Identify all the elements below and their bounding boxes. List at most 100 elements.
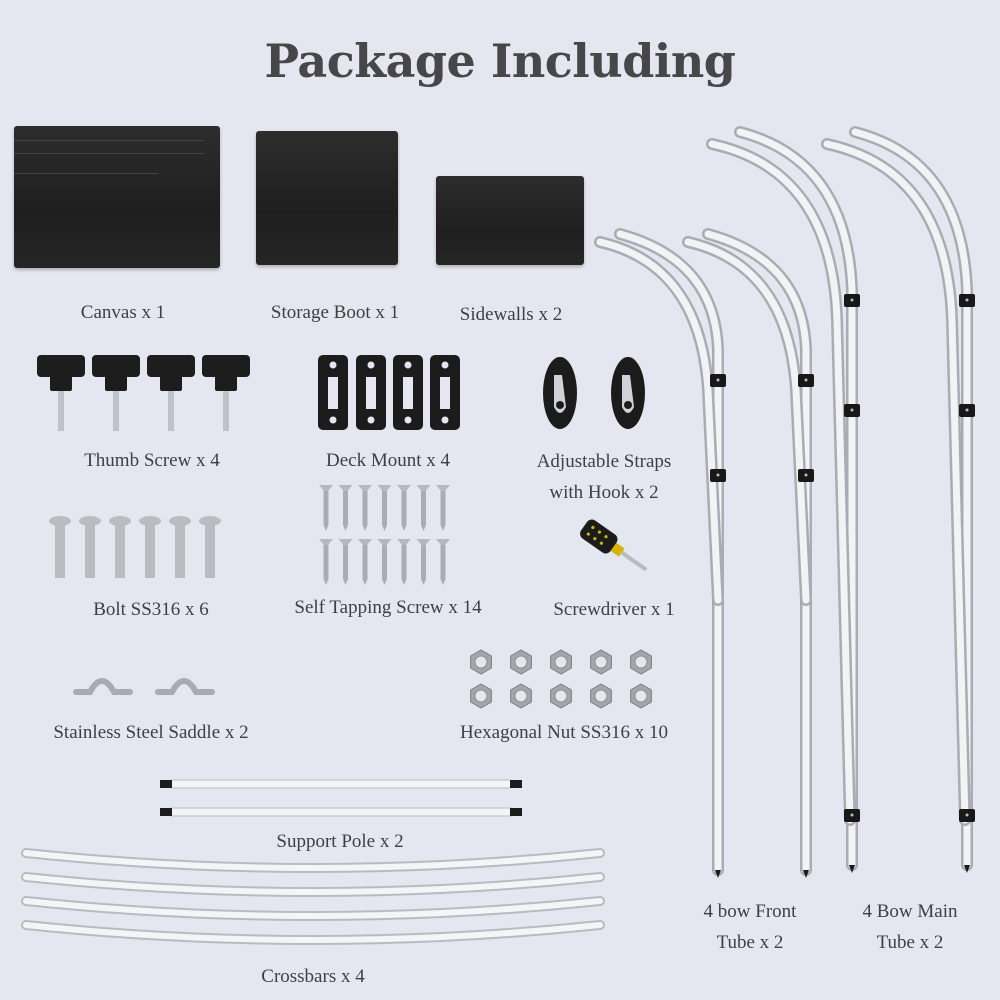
screwdriver-image	[580, 519, 648, 572]
saddle	[155, 678, 215, 695]
tube-clip	[710, 469, 726, 482]
straps-image	[543, 357, 645, 429]
tube-clip	[844, 404, 860, 417]
tube-clip	[959, 404, 975, 417]
bolt	[109, 516, 131, 578]
hex-nut	[510, 683, 532, 709]
label-bolt: Bolt SS316 x 6	[93, 599, 209, 620]
label-storage-boot: Storage Boot x 1	[270, 302, 400, 323]
bolt	[139, 516, 161, 578]
hex-nut	[630, 649, 652, 675]
main-tube	[734, 126, 858, 871]
bolt	[49, 516, 71, 578]
saddles-image	[73, 678, 215, 695]
self-tapping-screw	[338, 539, 353, 585]
label-self-tapping-screw: Self Tapping Screw x 14	[294, 597, 482, 618]
label-deck-mount: Deck Mount x 4	[325, 450, 451, 471]
page-title: Package Including	[264, 34, 736, 88]
tube-clip	[959, 294, 975, 307]
hex-nut	[590, 649, 612, 675]
crossbar	[21, 872, 605, 897]
label-front-tube: 4 bow Front Tube x 2	[704, 896, 797, 958]
front-tube	[682, 236, 812, 606]
thumb-screw	[147, 355, 195, 431]
self-tapping-screw	[338, 485, 353, 531]
label-hex-nut: Hexagonal Nut SS316 x 10	[460, 722, 668, 743]
bolt	[199, 516, 221, 578]
support-pole	[160, 807, 522, 817]
label-front-tube-line2: Tube x 2	[716, 932, 784, 953]
crossbar	[21, 920, 605, 945]
thumb-screws-image	[37, 355, 250, 431]
label-saddle: Stainless Steel Saddle x 2	[53, 722, 249, 743]
deck-mount	[318, 355, 348, 430]
thumb-screw	[202, 355, 250, 431]
deck-mounts-image	[318, 355, 460, 430]
hex-nut	[550, 649, 572, 675]
label-straps-line1: Adjustable Straps	[536, 451, 672, 472]
crossbars-image	[21, 848, 605, 945]
label-main-tube: 4 Bow Main Tube x 2	[863, 896, 958, 958]
label-straps-line2: with Hook x 2	[549, 482, 659, 503]
tube-clip	[798, 469, 814, 482]
label-canvas: Canvas x 1	[80, 302, 166, 323]
label-main-tube-line1: 4 Bow Main	[862, 901, 958, 922]
self-tapping-screw	[319, 485, 333, 531]
main-tube	[849, 126, 973, 871]
bolt	[79, 516, 101, 578]
crossbar	[21, 896, 605, 921]
tube-clip	[844, 809, 860, 822]
thumb-screw	[37, 355, 85, 431]
tube-clip	[798, 374, 814, 387]
tube-clip	[844, 294, 860, 307]
storage-boot-image	[256, 131, 398, 265]
tube-clip	[959, 809, 975, 822]
hex-nut	[590, 683, 612, 709]
canvas-image	[14, 126, 220, 268]
bow-tubes-image	[594, 126, 975, 878]
saddle	[73, 678, 133, 695]
self-tapping-screws-image	[319, 485, 450, 585]
main-tube	[821, 138, 971, 826]
hex-nut	[550, 683, 572, 709]
label-crossbars: Crossbars x 4	[261, 966, 365, 987]
hex-nuts-image	[470, 649, 652, 709]
hex-nut	[470, 683, 492, 709]
front-tube	[594, 236, 724, 606]
support-poles-image	[160, 779, 522, 817]
self-tapping-screw	[397, 539, 411, 585]
self-tapping-screw	[397, 485, 411, 531]
self-tapping-screw	[377, 539, 392, 585]
front-tube	[702, 228, 812, 876]
self-tapping-screw	[416, 485, 431, 531]
label-screwdriver: Screwdriver x 1	[553, 599, 675, 620]
self-tapping-screw	[436, 485, 450, 531]
label-front-tube-line1: 4 bow Front	[703, 901, 797, 922]
self-tapping-screw	[358, 539, 372, 585]
self-tapping-screw	[319, 539, 333, 585]
label-sidewalls: Sidewalls x 2	[459, 304, 563, 325]
thumb-screw	[92, 355, 140, 431]
bolt	[169, 516, 191, 578]
crossbar	[21, 848, 605, 873]
hex-nut	[510, 649, 532, 675]
hex-nut	[470, 649, 492, 675]
label-support-pole: Support Pole x 2	[276, 831, 404, 852]
strap	[611, 357, 645, 429]
deck-mount	[356, 355, 386, 430]
deck-mount	[393, 355, 423, 430]
strap	[543, 357, 577, 429]
self-tapping-screw	[416, 539, 431, 585]
sidewalls-image	[436, 176, 584, 265]
label-main-tube-line2: Tube x 2	[876, 932, 944, 953]
main-tube	[706, 138, 856, 826]
deck-mount	[430, 355, 460, 430]
support-pole	[160, 779, 522, 789]
self-tapping-screw	[377, 485, 392, 531]
hex-nut	[630, 683, 652, 709]
label-straps: Adjustable Straps with Hook x 2	[537, 446, 672, 508]
bolts-image	[49, 516, 221, 578]
tube-clip	[710, 374, 726, 387]
label-thumb-screw: Thumb Screw x 4	[84, 450, 220, 471]
front-tube	[614, 228, 724, 876]
